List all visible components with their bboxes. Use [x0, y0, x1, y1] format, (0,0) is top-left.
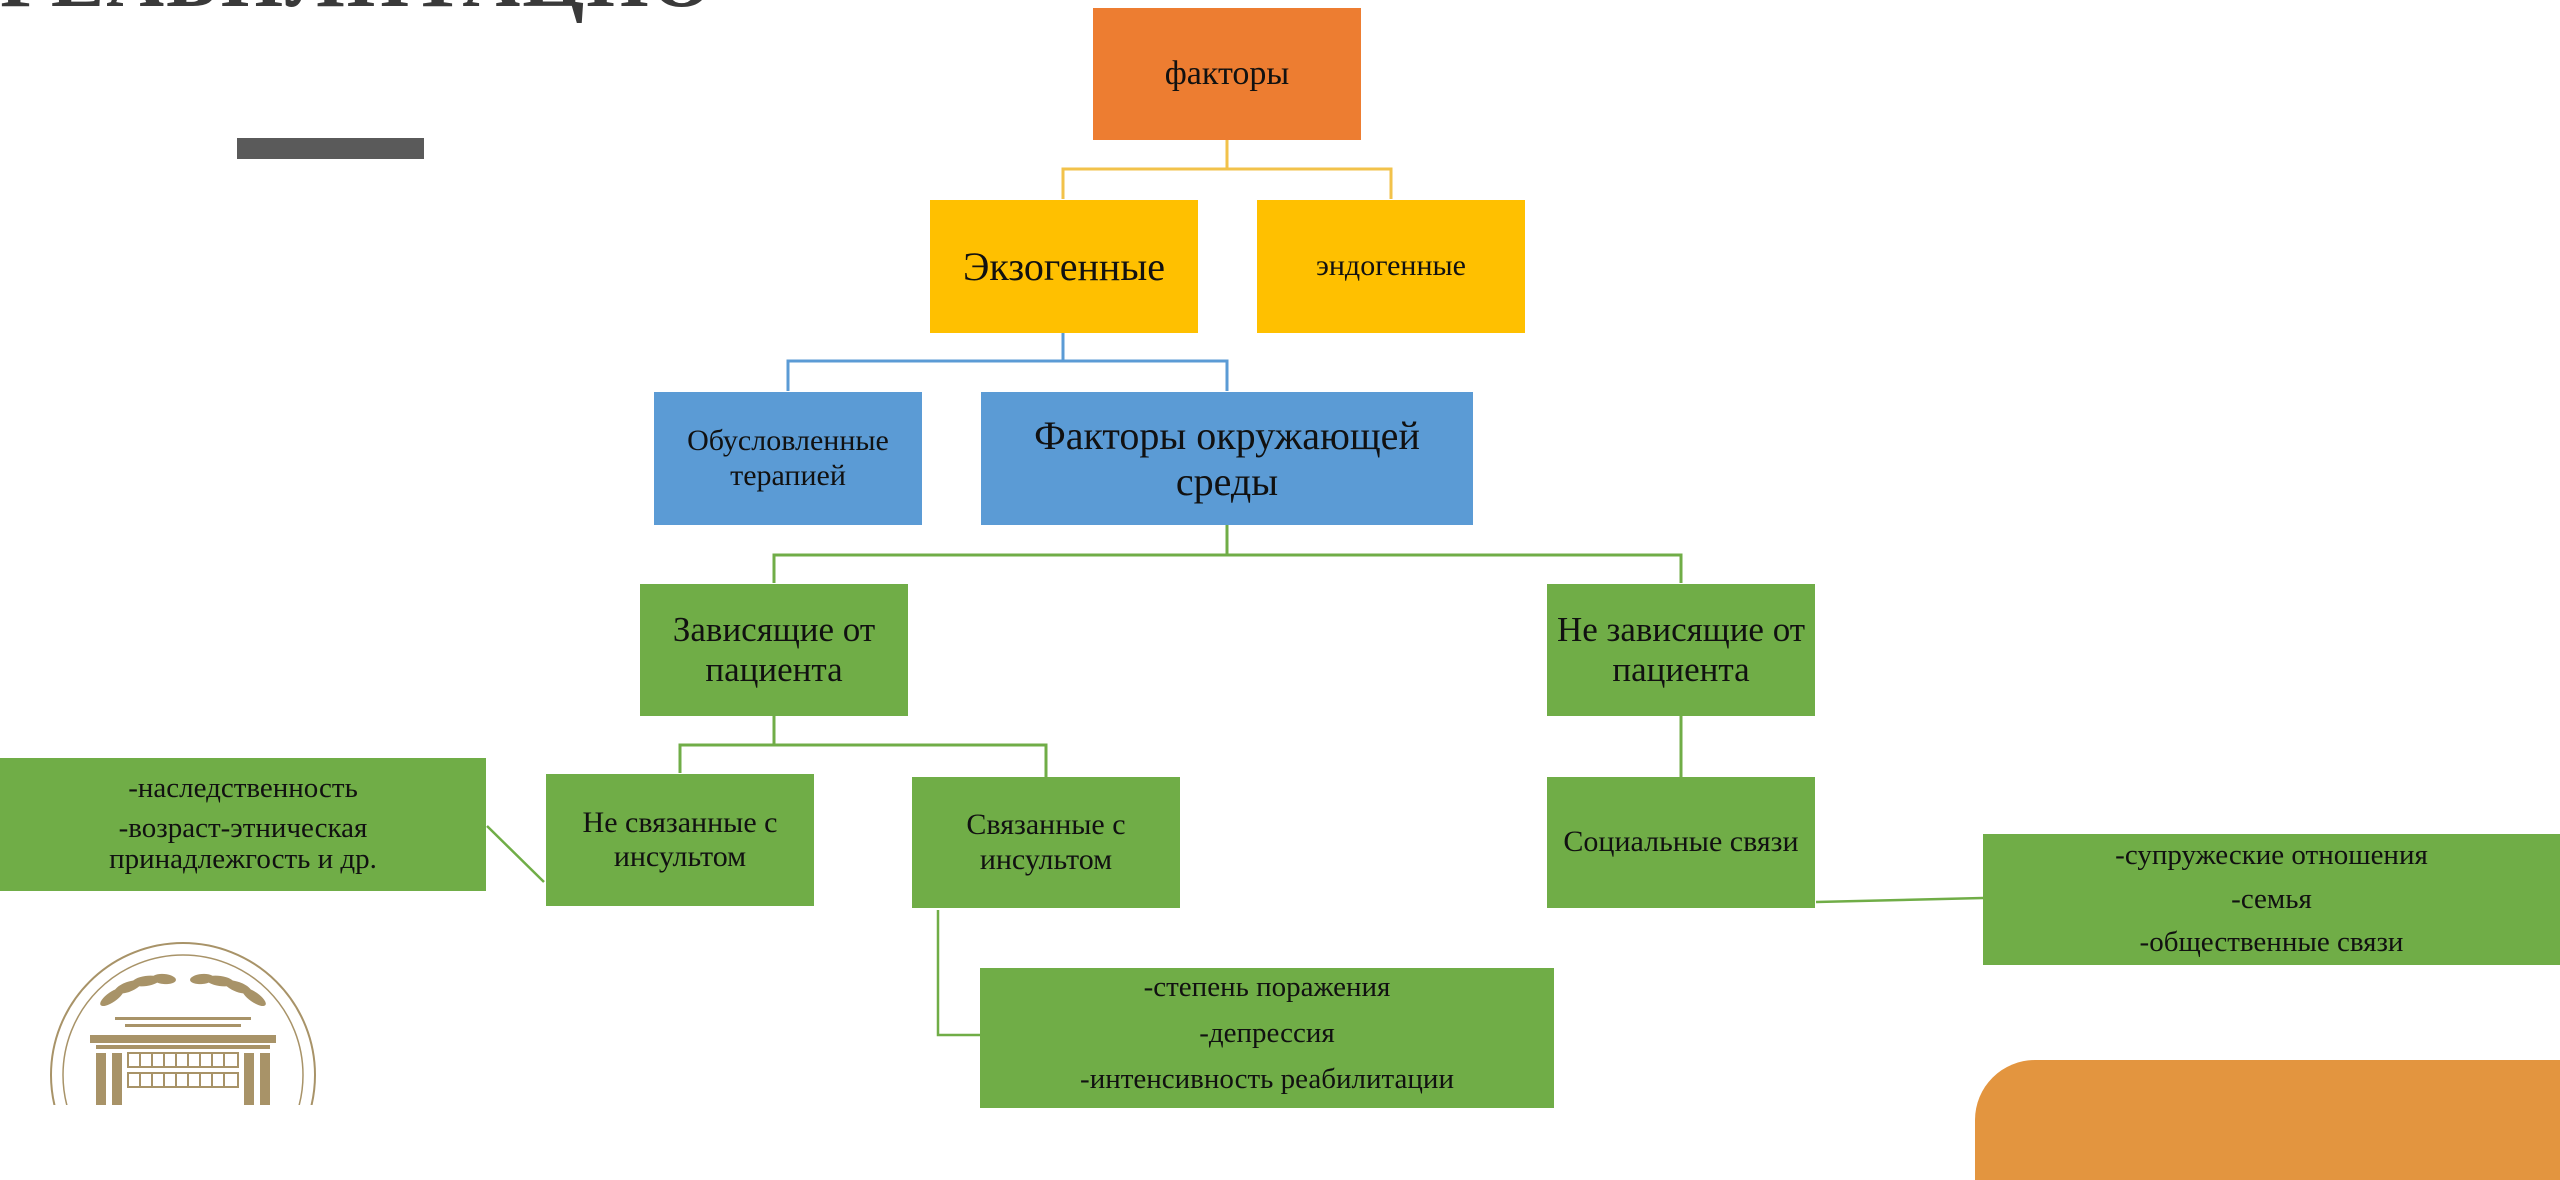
- list-item: -семья: [2231, 882, 2312, 915]
- institute-emblem-icon: [50, 942, 316, 1105]
- connector-exogenous-therapy: [786, 333, 1065, 391]
- list-stroke-related: -степень поражения -депрессия -интенсивн…: [980, 968, 1554, 1108]
- node-factors-label: факторы: [1164, 55, 1290, 93]
- list-item: -наследственность: [128, 771, 358, 804]
- connector-dependent-stroke: [774, 743, 1048, 777]
- connectors-exogenous: [786, 333, 1229, 391]
- node-social-ties-label: Социальные связи: [1563, 825, 1799, 859]
- connector-environment-dependent: [772, 525, 1229, 583]
- connector-root-exogenous: [1061, 140, 1229, 199]
- node-patient-independent: Не зависящие от пациента: [1547, 584, 1815, 716]
- list-not-stroke-related: -наследственность -возраст-этническая пр…: [0, 758, 486, 891]
- node-exogenous-label: Экзогенные: [963, 243, 1165, 289]
- list-item: -степень поражения: [1143, 971, 1391, 1003]
- decorative-corner-shape: [1975, 1060, 2560, 1180]
- connectors-root: [1061, 140, 1393, 199]
- connector-environment-independent: [1227, 553, 1683, 583]
- node-patient-dependent-label: Зависящие от пациента: [672, 609, 876, 689]
- node-therapy: Обусловленные терапией: [654, 392, 922, 525]
- connector-lines: [486, 140, 1984, 1037]
- connector-social-list: [1815, 896, 1984, 904]
- list-item: -интенсивность реабилитации: [1080, 1062, 1454, 1095]
- node-therapy-label: Обусловленные терапией: [687, 424, 889, 492]
- connector-dependent-notstroke: [678, 716, 776, 773]
- connector-stroke-list: [936, 910, 980, 1037]
- node-patient-independent-label: Не зависящие от пациента: [1556, 609, 1806, 689]
- node-patient-dependent: Зависящие от пациента: [640, 584, 908, 716]
- node-not-stroke-related: Не связанные с инсультом: [546, 774, 814, 906]
- connector-root-endogenous: [1227, 167, 1393, 199]
- node-stroke-related-label: Связанные с инсультом: [966, 808, 1126, 876]
- node-not-stroke-related-label: Не связанные с инсультом: [582, 805, 778, 874]
- list-item: -общественные связи: [2139, 926, 2404, 959]
- list-item: -депрессия: [1199, 1016, 1335, 1049]
- connectors-lists: [486, 825, 1984, 1037]
- connectors-dependent: [678, 716, 1683, 777]
- node-social-ties: Социальные связи: [1547, 777, 1815, 908]
- list-social-ties: -супружеские отношения -семья -обществен…: [1983, 834, 2560, 965]
- node-exogenous: Экзогенные: [930, 200, 1198, 333]
- node-stroke-related: Связанные с инсультом: [912, 777, 1180, 908]
- node-environment-label: Факторы окружающей среды: [1034, 412, 1420, 504]
- list-item: -супружеские отношения: [2115, 838, 2428, 871]
- list-item: -возраст-этническая принадлежгость и др.: [109, 811, 377, 876]
- title-underline-bar: [237, 138, 424, 159]
- connector-notstroke-list: [486, 825, 545, 883]
- connectors-environment: [772, 525, 1683, 583]
- node-endogenous-label: эндогенные: [1316, 249, 1466, 283]
- slide-title: РЕАБИЛИТАЦИО: [0, 0, 715, 20]
- node-factors: факторы: [1093, 8, 1361, 140]
- connector-exogenous-environment: [1063, 359, 1229, 391]
- node-endogenous: эндогенные: [1257, 200, 1525, 333]
- node-environment: Факторы окружающей среды: [981, 392, 1473, 525]
